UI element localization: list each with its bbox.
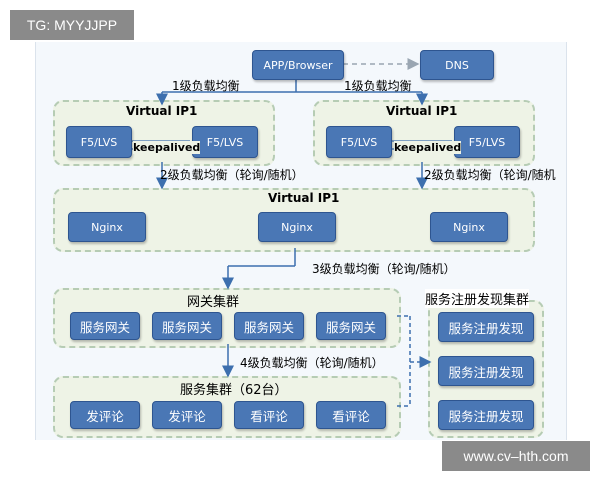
- service-node: 看评论: [234, 401, 304, 429]
- vip-right-node-a: F5/LVS: [326, 126, 392, 158]
- gateway-node: 服务网关: [316, 312, 386, 340]
- nginx-node: Nginx: [68, 212, 146, 242]
- lb2-right-label: 2级负载均衡（轮询/随机: [424, 168, 556, 182]
- vip-left-title: Virtual IP1: [126, 104, 198, 118]
- registry-node: 服务注册发现: [438, 356, 534, 386]
- vip-left-keepalived-label: keepalived: [133, 141, 201, 154]
- vip-right-keepalived-label: keepalived: [394, 141, 462, 154]
- service-node: 看评论: [316, 401, 386, 429]
- lb2-left-label: 2级负载均衡（轮询/随机）: [160, 168, 304, 182]
- vip-right-title: Virtual IP1: [386, 104, 458, 118]
- registry-group-title: 服务注册发现集群: [425, 289, 530, 308]
- vip-left-node-a: F5/LVS: [66, 126, 132, 158]
- nginx-node: Nginx: [258, 212, 336, 242]
- lb1-left-label: 1级负载均衡: [172, 79, 240, 93]
- gateway-node: 服务网关: [234, 312, 304, 340]
- lb4-label: 4级负载均衡（轮询/随机）: [240, 356, 384, 370]
- registry-node: 服务注册发现: [438, 400, 534, 430]
- gateway-group-title: 网关集群: [187, 295, 240, 310]
- site-watermark: www.cv–hth.com: [442, 441, 590, 471]
- vip-left-node-b: F5/LVS: [192, 126, 258, 158]
- source-tag: TG: MYYJJPP: [10, 10, 134, 40]
- service-node: 发评论: [70, 401, 140, 429]
- service-node: 发评论: [152, 401, 222, 429]
- gateway-node: 服务网关: [70, 312, 140, 340]
- registry-node: 服务注册发现: [438, 312, 534, 342]
- nginx-node: Nginx: [430, 212, 508, 242]
- lb1-right-label: 1级负载均衡: [344, 79, 412, 93]
- client-node: APP/Browser: [252, 50, 344, 80]
- dns-node: DNS: [420, 50, 494, 80]
- vip-right-node-b: F5/LVS: [454, 126, 520, 158]
- service-group-title: 服务集群（62台）: [180, 383, 288, 398]
- gateway-node: 服务网关: [152, 312, 222, 340]
- lb3-label: 3级负载均衡（轮询/随机）: [312, 262, 456, 276]
- nginx-group-title: Virtual IP1: [268, 191, 340, 205]
